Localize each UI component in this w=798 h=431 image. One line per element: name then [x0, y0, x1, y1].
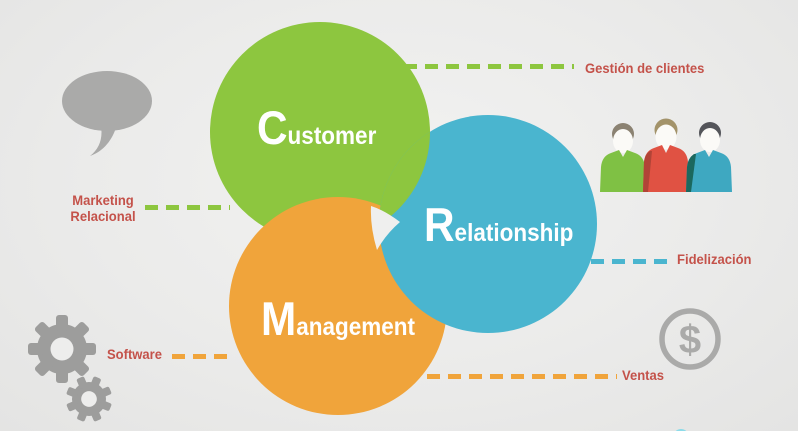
gear-small-icon	[66, 376, 112, 422]
dollar-coin-icon: $	[659, 308, 721, 370]
label-marketing-line2: Relacional	[70, 207, 136, 224]
customer-rest: ustomer	[287, 122, 377, 150]
venn-circle-relationship	[379, 115, 597, 333]
label-marketing-relacional: Marketing Relacional	[67, 192, 140, 224]
label-software: Software	[107, 346, 162, 362]
label-marketing-line1: Marketing	[72, 192, 134, 208]
circle-title-customer: C ustomer	[257, 104, 376, 151]
person-teal-shadow-edge	[686, 154, 696, 192]
gears-icon	[28, 315, 112, 422]
person-red-shadow-edge	[643, 151, 652, 192]
person-green	[600, 123, 646, 192]
connector-gestion-de-clientes	[404, 64, 574, 69]
people-group-icon	[600, 118, 732, 192]
circle-title-relationship: R elationship	[424, 201, 573, 248]
label-ventas: Ventas	[622, 367, 664, 383]
connector-ventas	[427, 374, 617, 379]
speech-bubble-icon	[62, 71, 152, 156]
venn-circle-customer	[210, 22, 430, 242]
relationship-rest: elationship	[454, 219, 574, 247]
gear-large-icon	[28, 315, 96, 383]
person-teal	[686, 122, 732, 192]
customer-initial: C	[257, 101, 288, 154]
connector-marketing-relacional	[145, 205, 230, 210]
dollar-symbol: $	[679, 318, 701, 362]
circle-title-management: M anagement	[261, 295, 415, 342]
person-red	[643, 118, 689, 192]
center-white-wedge	[370, 206, 400, 250]
label-fidelizacion: Fidelización	[677, 251, 752, 267]
connector-software	[172, 354, 235, 359]
relationship-initial: R	[424, 198, 455, 251]
management-initial: M	[261, 292, 297, 345]
management-rest: anagement	[296, 313, 416, 341]
connector-fidelizacion	[591, 259, 671, 264]
label-gestion-de-clientes: Gestión de clientes	[585, 60, 705, 76]
